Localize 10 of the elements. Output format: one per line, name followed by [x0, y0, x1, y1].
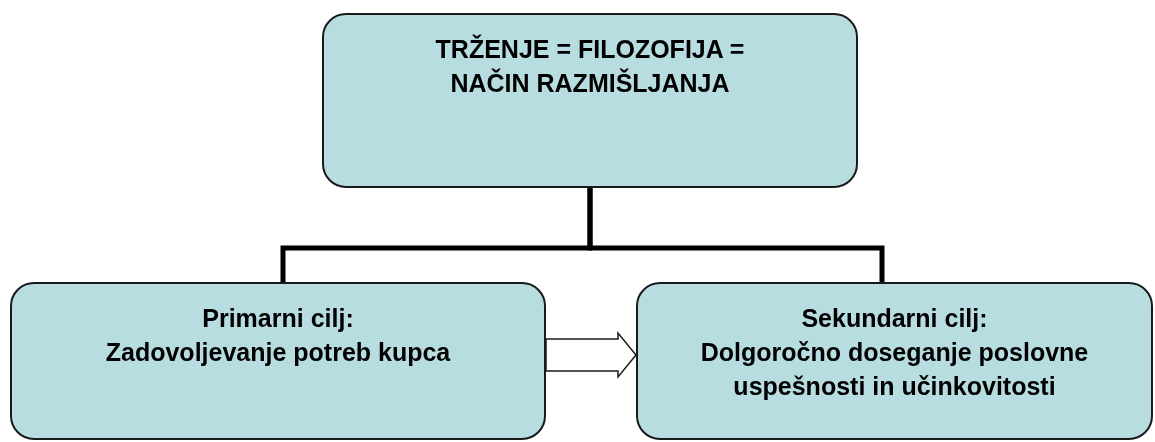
block-arrow [545, 330, 637, 380]
connector-line [587, 188, 885, 282]
box-heading: Primarni cilj: [202, 303, 354, 334]
rounded-box [10, 282, 546, 440]
box-text: Dolgoročno doseganje poslovne uspešnosti in učinkovitosti [699, 336, 1090, 402]
rounded-box [636, 282, 1153, 440]
box-heading: Sekundarni cilj: [801, 303, 988, 334]
box-text: Zadovoljevanje potreb kupca [105, 336, 451, 368]
box-text: TRŽENJE = FILOZOFIJA = NAČIN RAZMIŠLJANJA [434, 33, 746, 99]
rounded-box [322, 13, 858, 188]
